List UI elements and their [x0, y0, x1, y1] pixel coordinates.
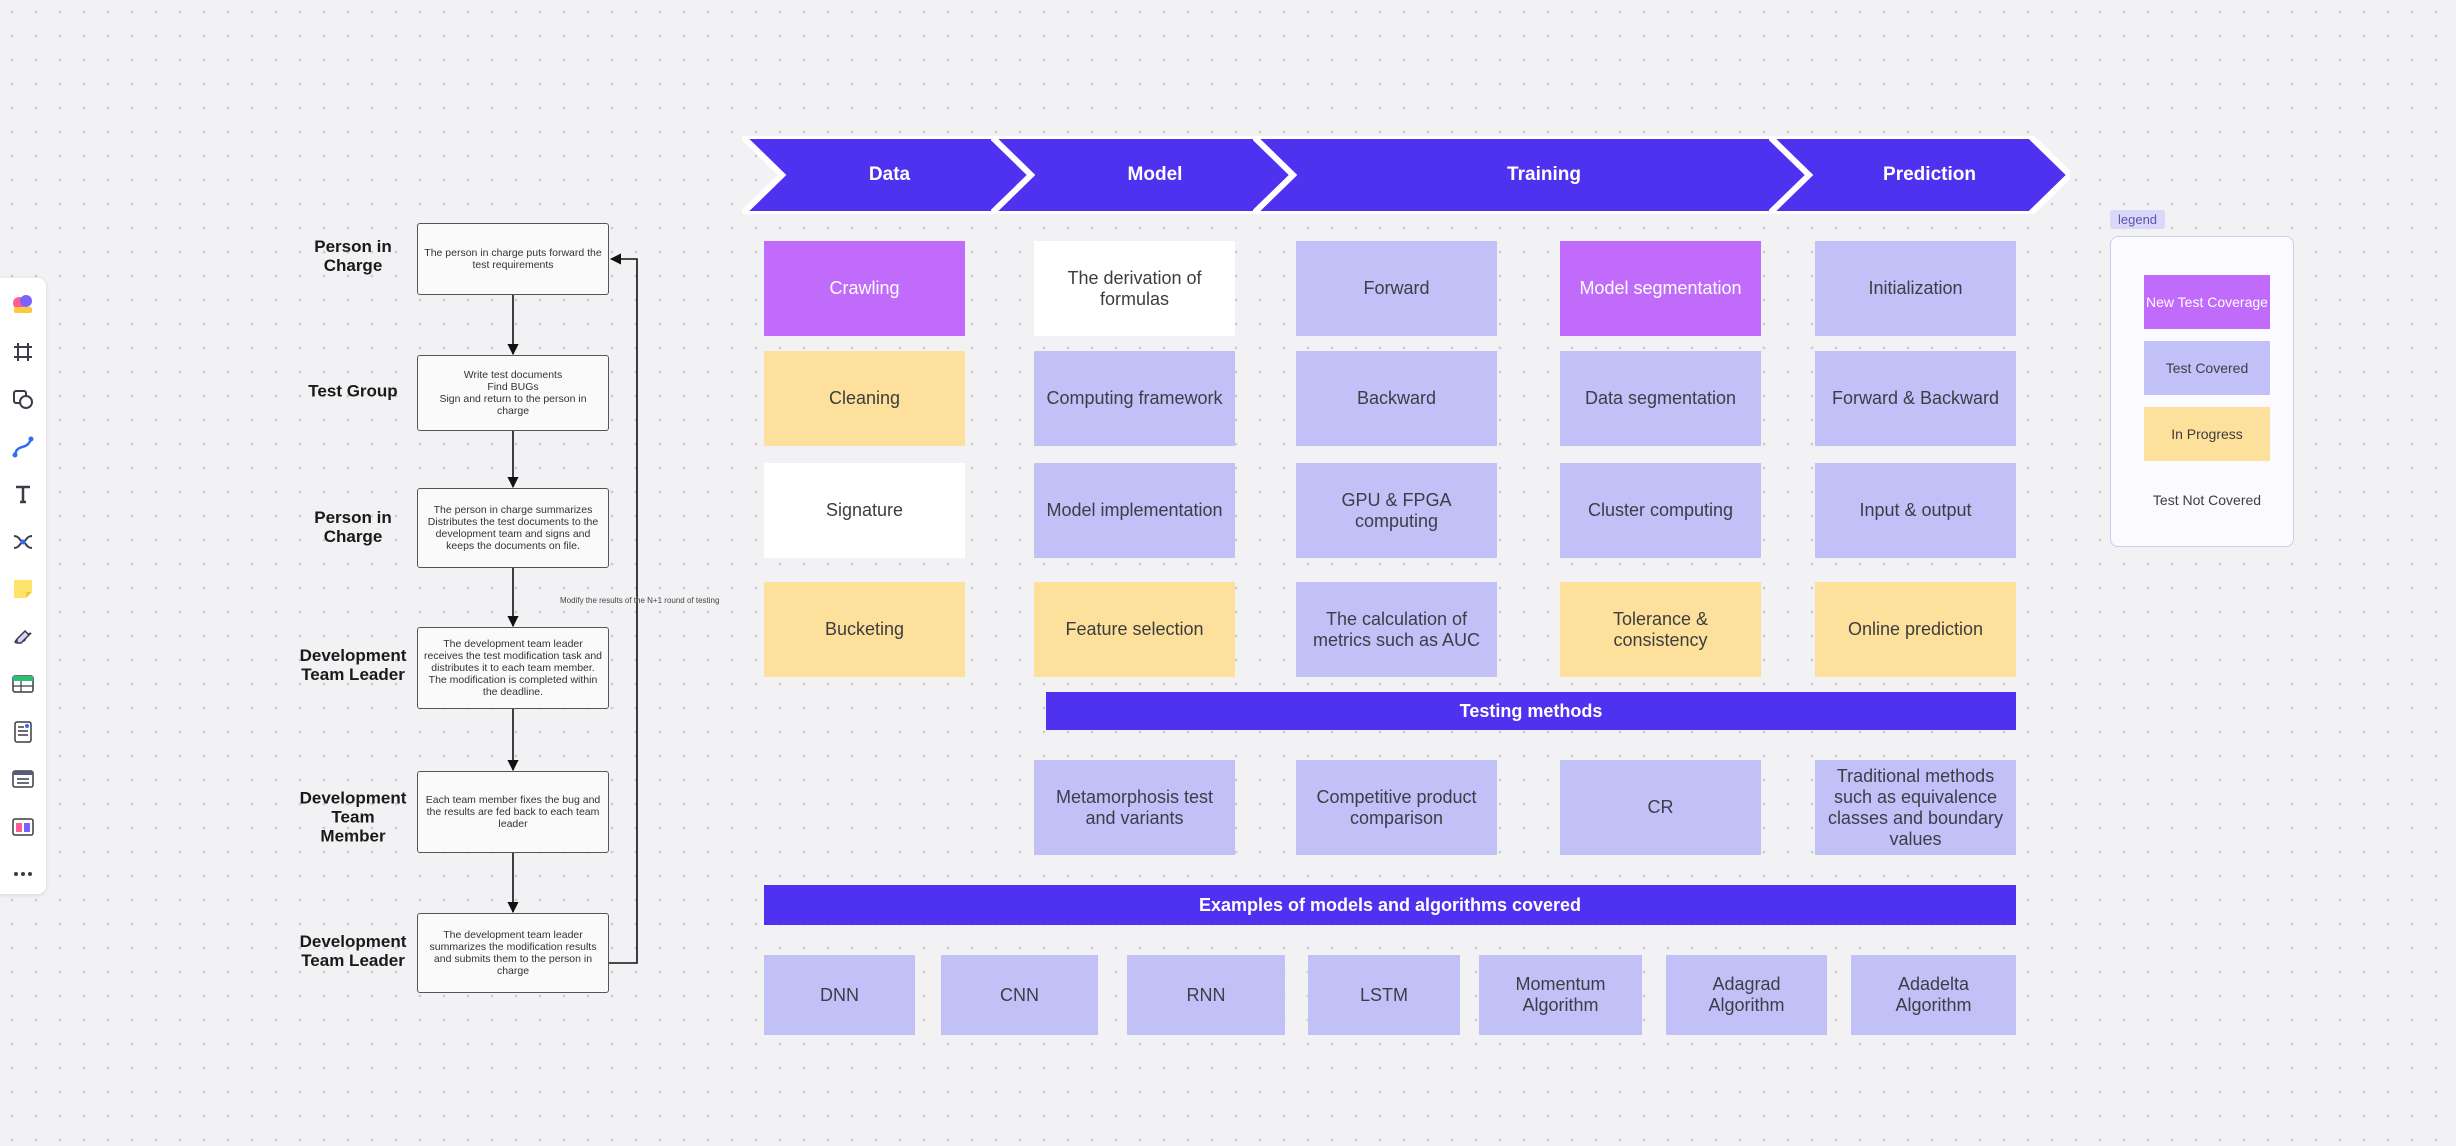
stage-label: Prediction — [1883, 164, 1976, 185]
example-model-card[interactable]: Adagrad Algorithm — [1666, 955, 1827, 1035]
coverage-card[interactable]: Cluster computing — [1560, 463, 1761, 558]
flow-step-box[interactable]: The person in charge puts forward the te… — [417, 223, 609, 295]
flow-step-box[interactable]: The person in charge summarizes Distribu… — [417, 488, 609, 568]
coverage-card[interactable]: Crawling — [764, 241, 965, 336]
draw-icon[interactable] — [9, 623, 37, 651]
stage-label: Training — [1507, 164, 1581, 185]
list-icon[interactable] — [9, 765, 37, 793]
pen-connector-icon[interactable] — [9, 433, 37, 461]
flow-step-box[interactable]: Each team member fixes the bug and the r… — [417, 771, 609, 853]
shapes-icon[interactable] — [9, 385, 37, 413]
testing-method-card[interactable]: CR — [1560, 760, 1761, 855]
coverage-card[interactable]: Feature selection — [1034, 582, 1235, 677]
feedback-loop-arrow — [609, 253, 638, 964]
coverage-card[interactable]: The calculation of metrics such as AUC — [1296, 582, 1497, 677]
app-logo-icon[interactable] — [9, 290, 37, 318]
sticky-note-icon[interactable] — [9, 575, 37, 603]
text-icon[interactable] — [9, 480, 37, 508]
coverage-card[interactable]: Data segmentation — [1560, 351, 1761, 446]
legend-item-progress: In Progress — [2144, 407, 2270, 461]
legend-item-notcovered: Test Not Covered — [2152, 492, 2262, 508]
testing-methods-band: Testing methods — [1046, 692, 2016, 730]
flow-step-box[interactable]: The development team leader summarizes t… — [417, 913, 609, 993]
coverage-card[interactable]: Initialization — [1815, 241, 2016, 336]
stage-chevron-prediction: Prediction — [1769, 136, 2070, 214]
coverage-card[interactable]: Backward — [1296, 351, 1497, 446]
feedback-loop-label: Modify the results of the N+1 round of t… — [560, 596, 720, 605]
lane-label: Development Team Leader — [299, 932, 407, 970]
examples-band: Examples of models and algorithms covere… — [764, 885, 2016, 925]
coverage-card[interactable]: Forward & Backward — [1815, 351, 2016, 446]
template-icon[interactable] — [9, 813, 37, 841]
lane-label: Development Team Member — [299, 788, 407, 846]
example-model-card[interactable]: CNN — [941, 955, 1098, 1035]
flow-step-box[interactable]: Write test documents Find BUGs Sign and … — [417, 355, 609, 431]
testing-methods-title: Testing methods — [1459, 700, 1603, 721]
testing-method-card[interactable]: Competitive product comparison — [1296, 760, 1497, 855]
coverage-card[interactable]: Model segmentation — [1560, 241, 1761, 336]
stage-label: Data — [868, 164, 911, 185]
mind-map-icon[interactable] — [9, 528, 37, 556]
lane-label: Person in Charge — [314, 508, 392, 546]
lane-label: Development Team Leader — [299, 646, 407, 684]
frame-icon[interactable] — [9, 338, 37, 366]
lane-label: Test Group — [308, 381, 398, 401]
coverage-card[interactable]: Cleaning — [764, 351, 965, 446]
coverage-card[interactable]: The derivation of formulas — [1034, 241, 1235, 336]
example-model-card[interactable]: Momentum Algorithm — [1479, 955, 1642, 1035]
examples-title: Examples of models and algorithms covere… — [1198, 894, 1582, 915]
coverage-card[interactable]: Online prediction — [1815, 582, 2016, 677]
coverage-card[interactable]: Input & output — [1815, 463, 2016, 558]
text-document-icon[interactable] — [9, 718, 37, 746]
flow-step-box[interactable]: The development team leader receives the… — [417, 627, 609, 709]
lane-label: Person in Charge — [314, 237, 392, 275]
coverage-card[interactable]: Tolerance & consistency — [1560, 582, 1761, 677]
legend-item-covered: Test Covered — [2144, 341, 2270, 395]
coverage-card[interactable]: Forward — [1296, 241, 1497, 336]
coverage-card[interactable]: Signature — [764, 463, 965, 558]
more-icon[interactable] — [9, 860, 37, 888]
coverage-card[interactable]: Model implementation — [1034, 463, 1235, 558]
table-icon[interactable] — [9, 670, 37, 698]
example-model-card[interactable]: Adadelta Algorithm — [1851, 955, 2016, 1035]
example-model-card[interactable]: RNN — [1127, 955, 1285, 1035]
example-model-card[interactable]: DNN — [764, 955, 915, 1035]
stage-chevron-data: Data — [742, 136, 1037, 214]
coverage-card[interactable]: Computing framework — [1034, 351, 1235, 446]
stage-chevron-model: Model — [991, 136, 1299, 214]
coverage-card[interactable]: Bucketing — [764, 582, 965, 677]
legend-item-new: New Test Coverage — [2144, 275, 2270, 329]
stage-chevron-training: Training — [1253, 136, 1815, 214]
stage-label: Model — [1127, 164, 1183, 185]
testing-method-card[interactable]: Traditional methods such as equivalence … — [1815, 760, 2016, 855]
example-model-card[interactable]: LSTM — [1308, 955, 1460, 1035]
left-toolbar — [0, 278, 46, 894]
testing-method-card[interactable]: Metamorphosis test and variants — [1034, 760, 1235, 855]
coverage-card[interactable]: GPU & FPGA computing — [1296, 463, 1497, 558]
legend-tag: legend — [2110, 210, 2166, 229]
